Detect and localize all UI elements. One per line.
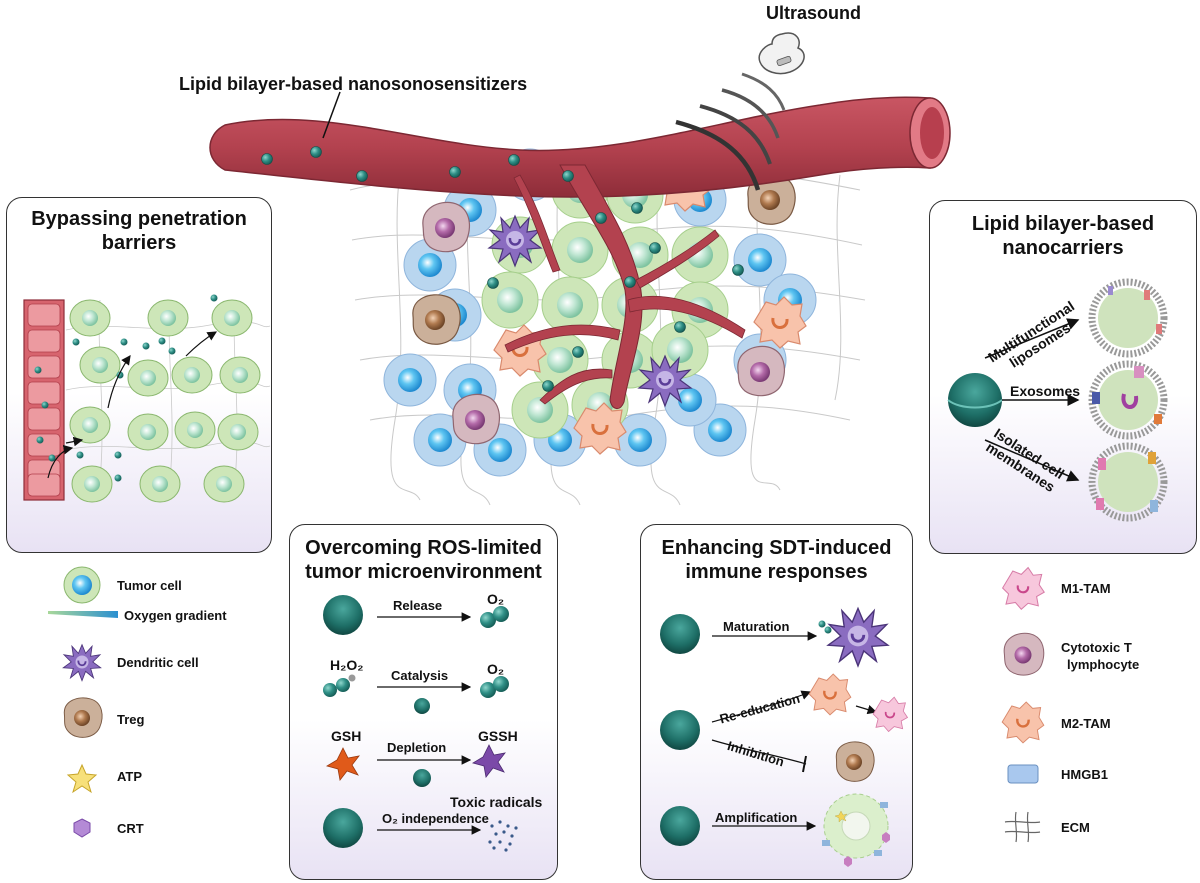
tumor-cluster (383, 148, 817, 477)
nanosensitizer-pointer (322, 91, 341, 139)
oxygen-gradient-icon (48, 611, 118, 618)
legend-m1-tam: M1-TAM (1061, 581, 1111, 596)
panel-title-line2: immune responses (685, 561, 868, 583)
legend-crt: CRT (117, 821, 144, 836)
ultrasound-probe-icon (675, 32, 805, 191)
star-icon (66, 763, 98, 794)
legend-left-icons (48, 566, 118, 838)
legend-tumor-cell: Tumor cell (117, 578, 182, 593)
panel-title-line2: barriers (101, 232, 177, 254)
ros-h2o2-label: H₂O₂ (330, 657, 364, 673)
panel-title-line1: Overcoming ROS-limited (305, 537, 542, 559)
ultrasound-label: Ultrasound (766, 3, 862, 23)
legend-hmgb1: HMGB1 (1061, 767, 1108, 782)
legend-ecm: ECM (1061, 820, 1090, 835)
ros-gsh-label: GSH (331, 728, 362, 744)
legend-cytotoxic-t: Cytotoxic T lymphocyte (1061, 639, 1139, 673)
panel-title-line2: nanocarriers (1002, 237, 1124, 259)
legend-cytotoxic-line1: Cytotoxic T (1061, 640, 1132, 655)
m2-tam-icon (1001, 700, 1046, 744)
legend-cytotoxic-line2: lymphocyte (1067, 657, 1140, 672)
legend-dendritic-cell: Dendritic cell (117, 655, 199, 670)
ros-release-product: O₂ (487, 591, 505, 607)
hexagon-icon (73, 818, 91, 838)
tumor-cell-icon (63, 566, 101, 604)
panel-title-line1: Bypassing penetration (31, 208, 247, 230)
hmgb1-icon (1007, 764, 1039, 784)
legend-atp: ATP (117, 769, 143, 784)
legend-m2-tam: M2-TAM (1061, 716, 1111, 731)
legend-oxygen-gradient: Oxygen gradient (124, 608, 227, 623)
ros-depletion-product: GSSH (478, 728, 518, 744)
m1-tam-icon (1001, 566, 1046, 611)
nanoparticles-vessel (261, 146, 744, 392)
legend-treg: Treg (117, 712, 145, 727)
ros-catalysis-label: Catalysis (391, 668, 449, 683)
nanosensitizer-label: Lipid bilayer-based nanosonosensitizers (179, 74, 528, 94)
ecm-mesh (349, 159, 866, 506)
ecm-icon (1004, 811, 1041, 843)
legend-right-icons (1001, 566, 1046, 843)
panel-title-line1: Enhancing SDT-induced (661, 537, 892, 559)
immune-amplification-label: Amplification (715, 810, 798, 825)
ros-radicals-label: Toxic radicals (450, 794, 543, 810)
treg-icon (63, 697, 103, 738)
ros-depletion-label: Depletion (387, 740, 447, 755)
ros-catalysis-product: O₂ (487, 661, 505, 677)
immune-maturation-label: Maturation (723, 619, 790, 634)
panel-penetration-barriers: Bypassing penetration barriers (6, 197, 272, 553)
panel-ros-limited: Overcoming ROS-limited tumor microenviro… (289, 524, 558, 880)
panel-nanocarriers: Lipid bilayer-based nanocarriers (929, 200, 1197, 554)
route-exosomes-label: Exosomes (1010, 383, 1081, 399)
dendritic-cell-icon (62, 643, 102, 682)
cytotoxic-t-icon (1003, 632, 1045, 676)
panel-title-line1: Lipid bilayer-based (971, 213, 1155, 235)
blood-vessel (209, 96, 951, 409)
ros-independence-label: O₂ independence (382, 811, 489, 826)
panel-title-line2: tumor microenvironment (305, 561, 542, 583)
ros-release-label: Release (393, 598, 443, 613)
